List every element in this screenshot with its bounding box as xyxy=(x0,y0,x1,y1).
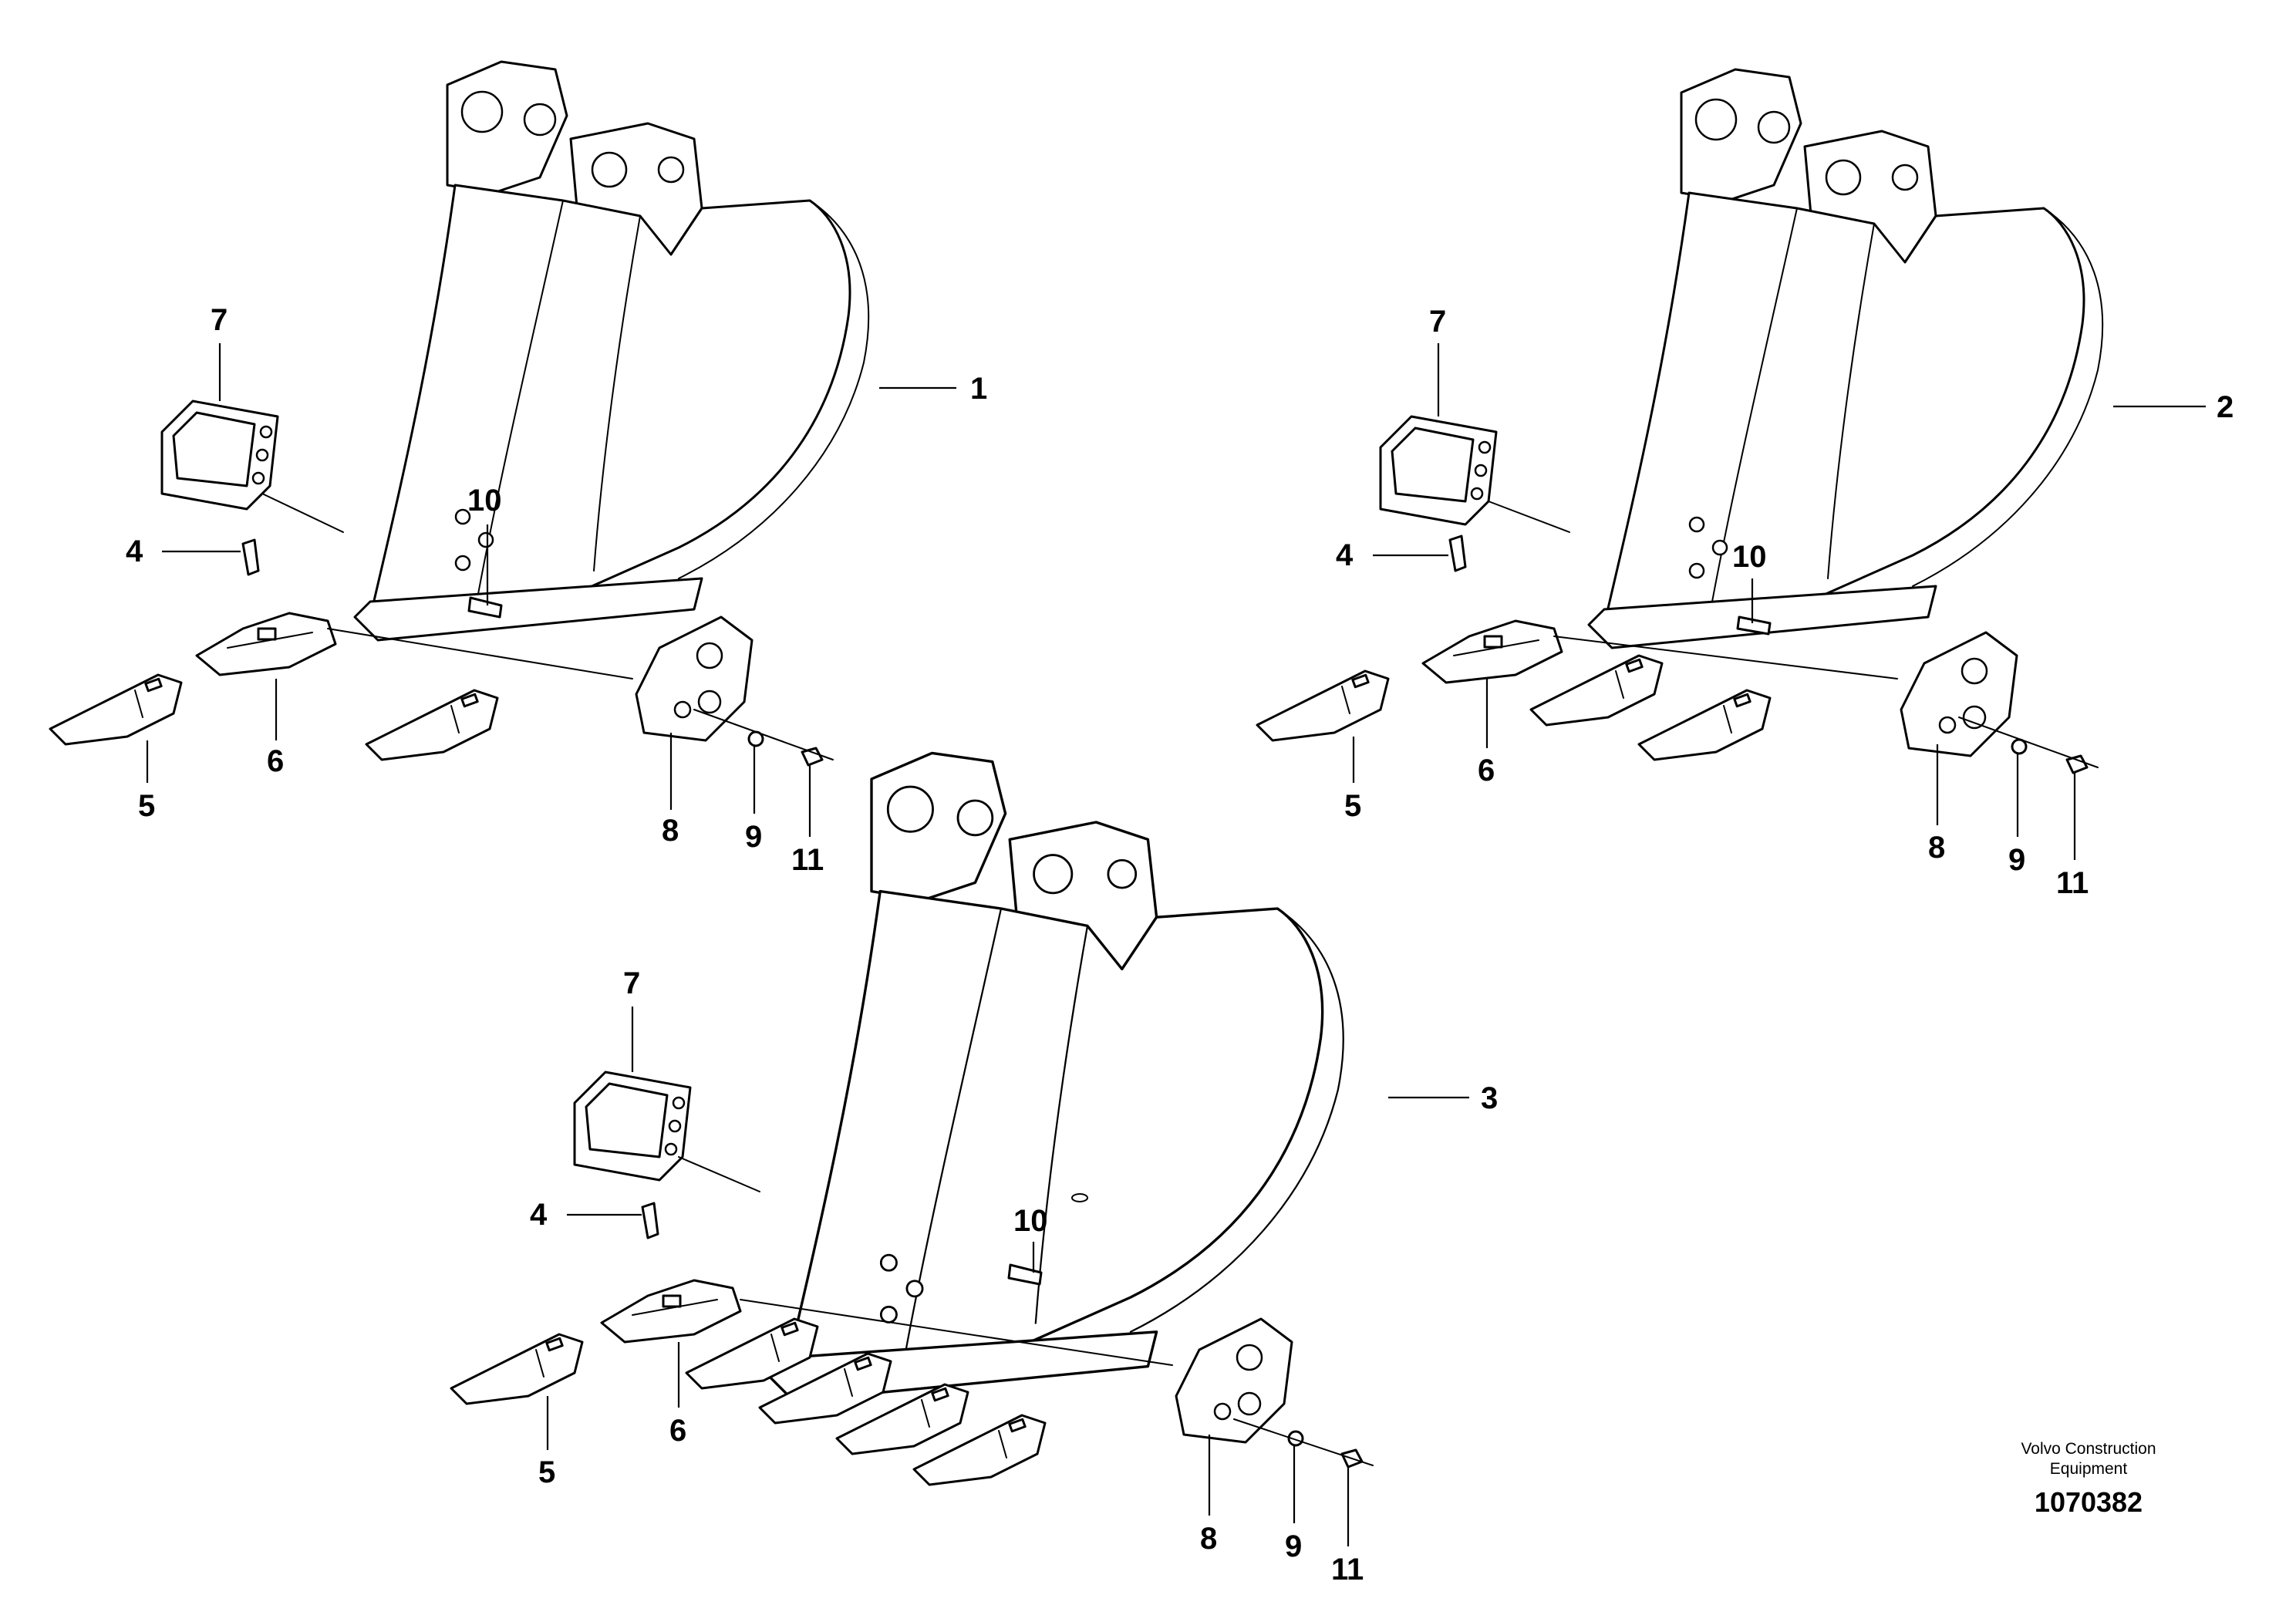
callout-10: 10 xyxy=(467,484,502,518)
shroud-a xyxy=(160,400,279,511)
bucket-assembly-2 xyxy=(1256,68,2104,774)
callout-6: 6 xyxy=(267,744,284,778)
callout-6: 6 xyxy=(669,1414,686,1448)
callout-7: 7 xyxy=(1429,305,1446,339)
callout-9: 9 xyxy=(745,820,762,854)
adapter-b xyxy=(1421,619,1563,684)
callout-7: 7 xyxy=(211,303,228,337)
callout-6: 6 xyxy=(1478,754,1495,787)
credit-line-1: Volvo Construction xyxy=(2021,1440,2156,1458)
shroud-b xyxy=(1379,415,1498,526)
tooth-a1 xyxy=(49,673,183,746)
credit-line-2: Equipment xyxy=(2050,1460,2128,1478)
document-number: 1070382 xyxy=(2035,1486,2143,1518)
callout-7: 7 xyxy=(623,966,640,1000)
callout-4: 4 xyxy=(1336,538,1354,572)
callout-labels: 1 7 4 5 6 10 8 9 11 2 7 4 5 6 10 8 9 11 … xyxy=(126,303,2234,1587)
callout-8: 8 xyxy=(1200,1522,1217,1556)
callout-5: 5 xyxy=(138,789,155,823)
bucket-assembly-3 xyxy=(450,751,1374,1486)
callout-1: 1 xyxy=(970,372,987,406)
tooth-b1 xyxy=(1256,669,1390,742)
bucket-assembly-1 xyxy=(49,60,870,767)
callout-4: 4 xyxy=(530,1198,548,1232)
callout-8: 8 xyxy=(662,814,679,848)
callout-8: 8 xyxy=(1928,831,1945,865)
credit-block: Volvo Construction Equipment 1070382 xyxy=(2021,1440,2156,1518)
callout-11: 11 xyxy=(2056,866,2089,900)
tooth-c1 xyxy=(450,1333,584,1405)
callout-11: 11 xyxy=(1331,1553,1364,1587)
leader-lines xyxy=(146,343,2206,1546)
shroud-c xyxy=(573,1071,692,1182)
wearplate-b xyxy=(1900,631,2018,757)
callout-10: 10 xyxy=(1013,1204,1048,1238)
callout-10: 10 xyxy=(1732,540,1767,574)
callout-5: 5 xyxy=(538,1455,555,1489)
callout-11: 11 xyxy=(791,843,824,877)
tooth-b3 xyxy=(1637,689,1772,761)
callout-4: 4 xyxy=(126,534,143,568)
wearplate-c xyxy=(1175,1317,1293,1444)
tooth-a2 xyxy=(365,689,499,761)
wearplate-a xyxy=(635,615,754,742)
tooth-b2 xyxy=(1529,654,1664,727)
callout-3: 3 xyxy=(1481,1081,1498,1115)
adapter-a xyxy=(195,612,337,676)
callout-9: 9 xyxy=(2008,843,2025,877)
callout-9: 9 xyxy=(1285,1529,1302,1563)
callout-2: 2 xyxy=(2217,390,2234,424)
callout-5: 5 xyxy=(1344,789,1361,823)
adapter-c xyxy=(600,1279,742,1344)
